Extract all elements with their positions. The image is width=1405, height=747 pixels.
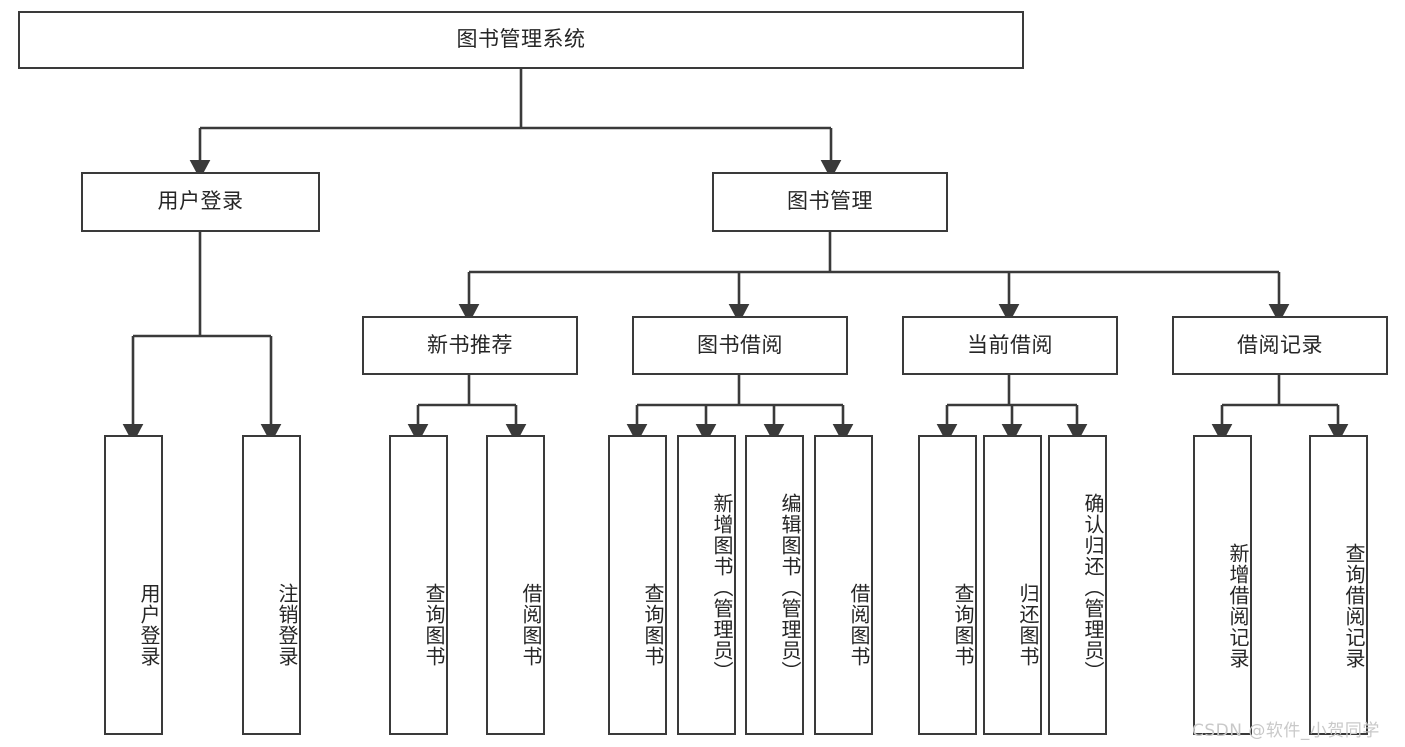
node-leaf-query-book-current[interactable]: 查询图书 [918, 435, 977, 735]
node-user-login-label: 用户登录 [157, 189, 244, 214]
node-leaf-return-book[interactable]: 归还图书 [983, 435, 1042, 735]
node-leaf-query-book-borrow[interactable]: 查询图书 [608, 435, 667, 735]
node-leaf-add-book-admin[interactable]: 新增图书（管理员） [677, 435, 736, 735]
node-leaf-confirm-return-admin-label: 确认归还（管理员） [1081, 492, 1105, 682]
node-leaf-query-book-current-label: 查询图书 [951, 583, 975, 667]
node-leaf-borrow-book-recommend-label: 借阅图书 [519, 583, 543, 667]
node-leaf-add-book-admin-label: 新增图书（管理员） [710, 492, 734, 682]
node-leaf-return-book-label: 归还图书 [1016, 583, 1040, 667]
node-borrow-record-label: 借阅记录 [1237, 332, 1323, 357]
node-leaf-logout-label: 注销登录 [275, 583, 299, 667]
node-leaf-borrow-book-label: 借阅图书 [847, 583, 871, 667]
node-root-label: 图书管理系统 [456, 27, 586, 52]
node-leaf-borrow-book[interactable]: 借阅图书 [814, 435, 873, 735]
node-leaf-borrow-book-recommend[interactable]: 借阅图书 [486, 435, 545, 735]
node-leaf-edit-book-admin[interactable]: 编辑图书（管理员） [745, 435, 804, 735]
node-user-login[interactable]: 用户登录 [81, 172, 320, 232]
node-leaf-add-borrow-record[interactable]: 新增借阅记录 [1193, 435, 1252, 735]
node-book-borrow-label: 图书借阅 [697, 332, 783, 357]
node-leaf-query-borrow-record[interactable]: 查询借阅记录 [1309, 435, 1368, 735]
node-leaf-query-book-borrow-label: 查询图书 [641, 583, 665, 667]
node-leaf-confirm-return-admin[interactable]: 确认归还（管理员） [1048, 435, 1107, 735]
node-leaf-logout[interactable]: 注销登录 [242, 435, 301, 735]
csdn-watermark: CSDN @软件_小贺同学 [1192, 721, 1380, 741]
node-borrow-record[interactable]: 借阅记录 [1172, 316, 1388, 375]
node-current-borrow-label: 当前借阅 [967, 332, 1053, 357]
node-root[interactable]: 图书管理系统 [18, 11, 1024, 69]
node-leaf-query-book-recommend-label: 查询图书 [422, 583, 446, 667]
node-leaf-user-login-label: 用户登录 [137, 583, 161, 667]
node-current-borrow[interactable]: 当前借阅 [902, 316, 1118, 375]
node-leaf-add-borrow-record-label: 新增借阅记录 [1226, 543, 1250, 669]
node-leaf-query-borrow-record-label: 查询借阅记录 [1342, 543, 1366, 669]
node-book-management[interactable]: 图书管理 [712, 172, 948, 232]
node-new-book-recommend-label: 新书推荐 [427, 332, 513, 357]
node-new-book-recommend[interactable]: 新书推荐 [362, 316, 578, 375]
node-book-borrow[interactable]: 图书借阅 [632, 316, 848, 375]
node-book-management-label: 图书管理 [787, 189, 873, 214]
node-leaf-user-login[interactable]: 用户登录 [104, 435, 163, 735]
node-leaf-edit-book-admin-label: 编辑图书（管理员） [778, 492, 802, 682]
node-leaf-query-book-recommend[interactable]: 查询图书 [389, 435, 448, 735]
